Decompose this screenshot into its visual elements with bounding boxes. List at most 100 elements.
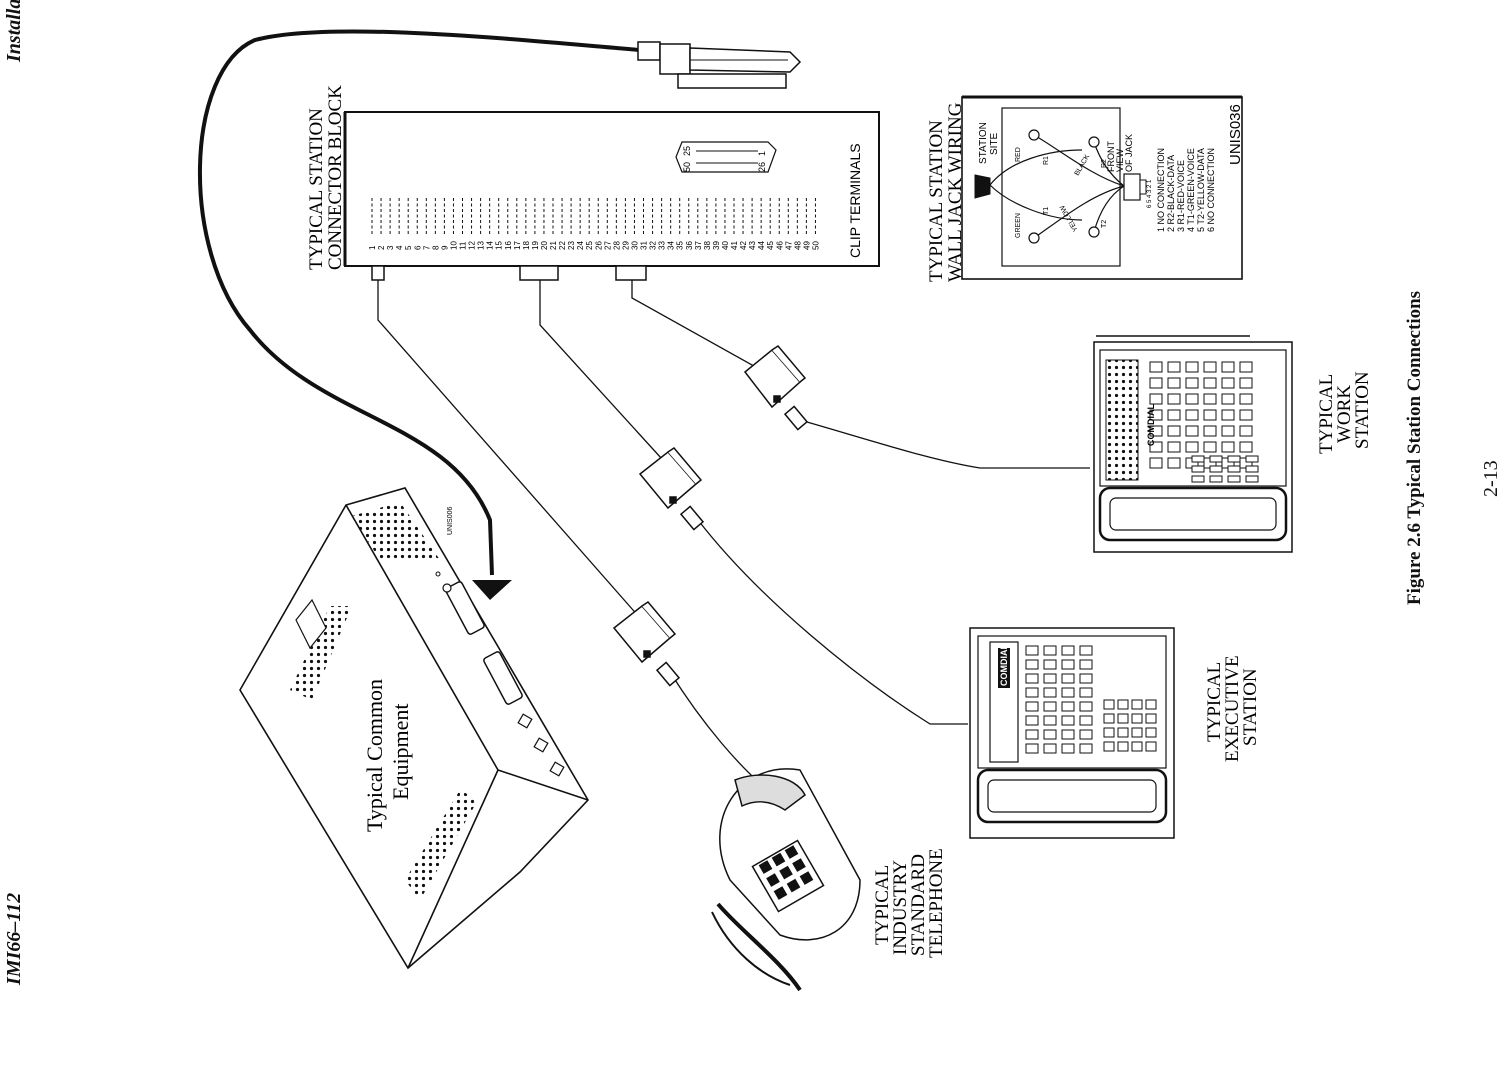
phone-key — [1149, 409, 1163, 421]
phone-key — [1061, 659, 1075, 670]
phone-key — [1025, 715, 1039, 726]
phone-key — [1061, 701, 1075, 712]
terminal-number: 49 — [802, 241, 811, 250]
connector-block-title-1: TYPICAL STATION — [306, 108, 327, 270]
equipment-label-2: Equipment — [388, 703, 413, 800]
jack-work — [743, 345, 807, 409]
terminal-number: 15 — [495, 241, 504, 250]
terminal-number: 46 — [775, 241, 784, 250]
phone-key — [1185, 393, 1199, 405]
legend-line-2: 2 R2-BLACK-DATA — [1166, 155, 1176, 232]
phone-key — [1191, 465, 1205, 473]
work-label-1: TYPICAL — [1316, 374, 1337, 454]
block-connector: 25 1 50 26 — [675, 141, 777, 173]
terminal-number: 12 — [468, 241, 477, 250]
phone-key — [1103, 713, 1115, 724]
phone-key — [1043, 687, 1057, 698]
executive-station — [969, 627, 1175, 839]
phone-key — [1209, 455, 1223, 463]
phone-key — [1025, 687, 1039, 698]
phone-key — [1079, 645, 1093, 656]
work-label-2: WORK — [1334, 385, 1355, 443]
phone-key — [1079, 673, 1093, 684]
phone-key — [1117, 699, 1129, 710]
figure-caption: Figure 2.6 Typical Station Connections — [1404, 291, 1425, 605]
wire-label-r2: R2 — [1101, 159, 1108, 168]
phone-key — [1203, 409, 1217, 421]
terminal-number: 47 — [784, 241, 793, 250]
phone-key — [1079, 659, 1093, 670]
phone-key — [1185, 425, 1199, 437]
terminal-number: 4 — [395, 245, 404, 250]
terminal-number: 24 — [576, 241, 585, 250]
phone-key — [1191, 475, 1205, 483]
terminal-number: 39 — [712, 241, 721, 250]
terminal-number: 44 — [757, 241, 766, 250]
phone-key — [1025, 729, 1039, 740]
industry-label-4: TELEPHONE — [926, 848, 947, 958]
jack-executive — [638, 447, 703, 510]
executive-label-1: TYPICAL — [1204, 662, 1225, 742]
terminal-number: 25 — [585, 241, 594, 250]
front-view-label-3: OF JACK — [1124, 134, 1134, 172]
terminal-number: 33 — [658, 241, 667, 250]
terminal-number: 32 — [649, 241, 658, 250]
phone-key — [1145, 699, 1157, 710]
phone-key — [1043, 715, 1057, 726]
terminal-number: 5 — [404, 245, 413, 250]
phone-key — [1191, 455, 1205, 463]
common-equipment-cabinet — [239, 487, 589, 970]
phone-key — [1061, 743, 1075, 754]
plug-industry — [655, 661, 681, 687]
terminal-number: 26 — [594, 241, 603, 250]
terminal-number: 31 — [640, 241, 649, 250]
phone-key — [1221, 425, 1235, 437]
phone-key — [1167, 393, 1181, 405]
terminal-number: 36 — [685, 241, 694, 250]
phone-key — [1185, 441, 1199, 453]
pin-label-26: 26 — [757, 162, 767, 172]
modular-jacks — [612, 345, 809, 687]
front-view-label-1: FRONT — [1106, 141, 1116, 172]
pin-label-25: 25 — [682, 146, 692, 156]
plug-executive — [679, 505, 705, 531]
phone-key — [1043, 743, 1057, 754]
phone-key — [1103, 741, 1115, 752]
phone-key — [1203, 377, 1217, 389]
terminal-number: 11 — [459, 241, 468, 250]
phone-key — [1149, 377, 1163, 389]
terminal-number: 35 — [676, 241, 685, 250]
phone-key — [1239, 425, 1253, 437]
phone-key — [1203, 393, 1217, 405]
phone-key — [1245, 465, 1259, 473]
keypad — [758, 845, 814, 900]
phone-key — [1145, 713, 1157, 724]
station-site-label-2: SITE — [989, 132, 1000, 155]
phone-key — [1239, 409, 1253, 421]
section-running-head: Installa — [3, 0, 25, 63]
terminal-number: 45 — [766, 241, 775, 250]
phone-key — [1145, 727, 1157, 738]
phone-key — [1185, 361, 1199, 373]
phone-key — [1167, 409, 1181, 421]
equipment-label-1: Typical Common — [362, 679, 387, 832]
terminal-number: 50 — [811, 241, 820, 250]
terminal-number: 30 — [630, 241, 639, 250]
phone-key — [1149, 425, 1163, 437]
terminal-number: 48 — [793, 241, 802, 250]
work-brand: COMDIAL — [1146, 404, 1156, 446]
connector-block-title-2: CONNECTOR BLOCK — [325, 85, 346, 270]
trunk-arrowhead — [472, 580, 512, 600]
wall-jack-title-2: WALL JACK WIRING — [945, 102, 966, 282]
phone-key — [1061, 645, 1075, 656]
phone-key — [1145, 741, 1157, 752]
phone-key — [1245, 455, 1259, 463]
phone-key — [1079, 687, 1093, 698]
wall-jack-title-1: TYPICAL STATION — [926, 120, 947, 282]
phone-key — [1043, 673, 1057, 684]
phone-key — [1131, 699, 1143, 710]
terminal-number: 16 — [504, 241, 513, 250]
plug-work — [783, 405, 809, 431]
